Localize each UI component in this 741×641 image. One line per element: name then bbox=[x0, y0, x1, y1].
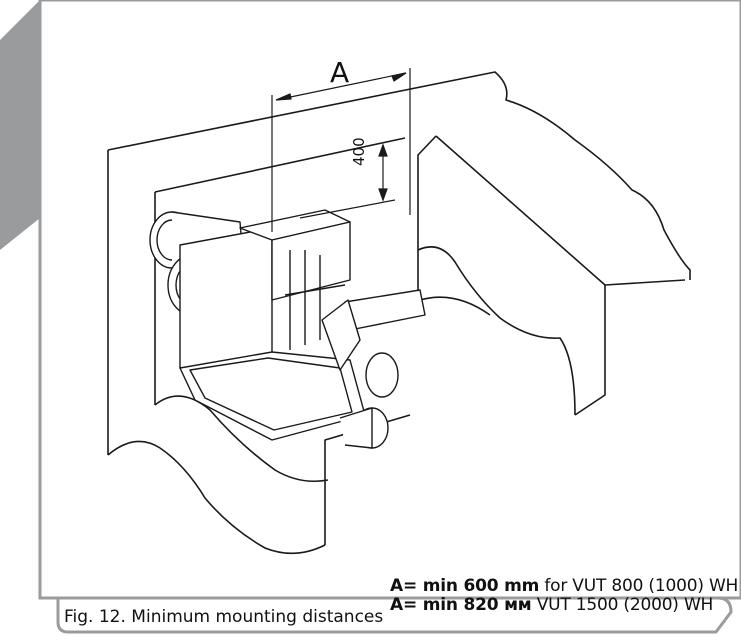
note-vut-800: A= min 600 mm for VUT 800 (1000) WH bbox=[390, 576, 738, 596]
note-vut-1500-bold: A= min 820 мм bbox=[390, 595, 532, 615]
beam-top bbox=[435, 135, 686, 286]
unit-housing bbox=[179, 227, 273, 369]
figure-caption: Fig. 12. Minimum mounting distances bbox=[64, 607, 384, 627]
dimensions bbox=[271, 68, 411, 232]
caption-bar bbox=[56, 596, 733, 634]
back-wall-top bbox=[107, 71, 691, 280]
unit-frame-lines bbox=[284, 250, 346, 350]
dim-400-arrow-top bbox=[378, 143, 388, 157]
beam-right bbox=[574, 285, 606, 416]
note-vut-1500-rest: VUT 1500 (2000) WH bbox=[531, 595, 714, 615]
dim-a-line bbox=[275, 72, 407, 101]
unit-tray-inner bbox=[189, 357, 353, 431]
dim-400-extension bbox=[299, 199, 396, 219]
frame-left-tab bbox=[0, 0, 40, 250]
beam-inner bbox=[419, 296, 491, 316]
beam-front bbox=[417, 135, 437, 300]
duct-rect-right bbox=[344, 289, 426, 331]
duct-lower-front-body bbox=[339, 407, 373, 449]
dim-a-arrow-right bbox=[391, 72, 407, 82]
left-inner-curve bbox=[154, 395, 329, 483]
beam-profile bbox=[417, 246, 576, 416]
note-vut-1500: A= min 820 мм VUT 1500 (2000) WH bbox=[390, 595, 713, 615]
left-bottom-curve bbox=[107, 440, 326, 555]
duct-lower-right bbox=[365, 352, 399, 398]
dim-400-arrow-bottom bbox=[378, 188, 388, 202]
dim-a-arrow-left bbox=[275, 93, 292, 101]
ventilation-unit bbox=[149, 209, 426, 449]
unit-right-side bbox=[271, 221, 351, 301]
duct-rect-front bbox=[321, 299, 361, 371]
note-vut-800-bold: A= min 600 mm bbox=[390, 576, 540, 596]
dimension-400-label: 400 bbox=[350, 137, 368, 166]
note-vut-800-rest: for VUT 800 (1000) WH bbox=[539, 576, 739, 596]
back-wall-inner bbox=[154, 137, 406, 193]
dimension-a-label: A bbox=[330, 56, 350, 89]
